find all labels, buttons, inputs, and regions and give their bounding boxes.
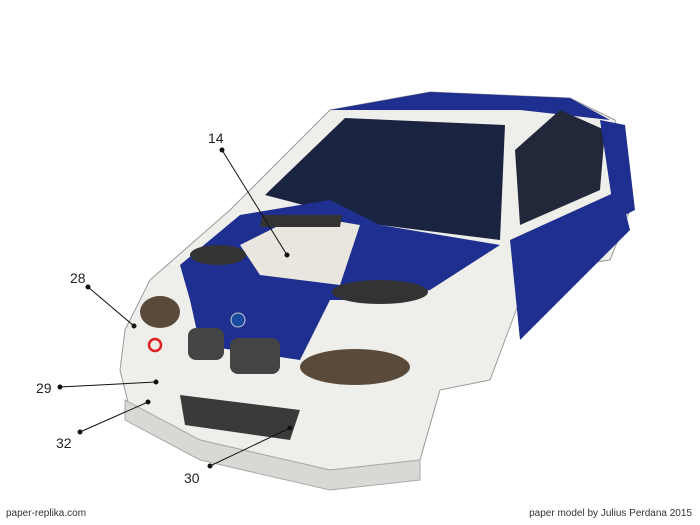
callout-32: 32 (56, 435, 72, 451)
footer-site: paper-replika.com (6, 508, 87, 519)
callout-14: 14 (208, 130, 224, 146)
kidney-grille-right (230, 338, 280, 374)
kidney-grille-left (188, 328, 224, 360)
footer-credit: paper model by Julius Perdana 2015 (529, 508, 692, 519)
leader-32 (79, 401, 149, 433)
rear-blue-panel (600, 120, 635, 220)
bumper-intake (180, 395, 300, 440)
hood-vent (259, 215, 343, 227)
callout-30: 30 (184, 470, 200, 486)
side-window (515, 110, 605, 225)
hood-vent-left (190, 245, 246, 265)
leader-28 (87, 286, 135, 327)
side-blue-stripe (510, 190, 630, 340)
roof-blue-stripe (330, 92, 610, 120)
headlight-left (140, 296, 180, 328)
hood-vent-right (332, 280, 428, 304)
tow-hook (147, 337, 163, 353)
callout-28: 28 (70, 270, 86, 286)
bmw-badge (230, 312, 246, 328)
leader-29 (59, 381, 157, 388)
hood-white-bulge (240, 215, 360, 285)
leader-30 (209, 427, 291, 467)
leader-14 (221, 149, 288, 256)
callout-29: 29 (36, 380, 52, 396)
headlight-right (300, 349, 410, 385)
leader-lines (57, 147, 293, 469)
